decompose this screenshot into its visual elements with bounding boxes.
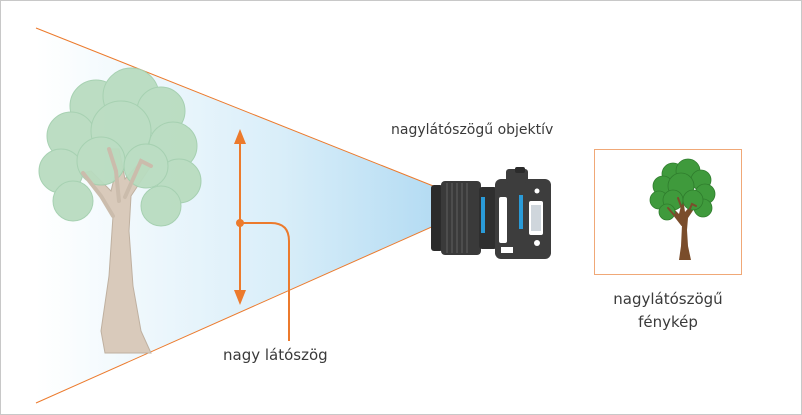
angle-arrow-head-bottom [234, 290, 246, 305]
photo-caption-line2: fénykép [638, 313, 698, 331]
result-photo [594, 149, 742, 275]
angle-arrow-head-top [234, 129, 246, 144]
mirrorless-camera-icon [431, 167, 551, 259]
fov-lower-edge [35, 204, 482, 404]
angle-arrow [234, 129, 290, 341]
angle-label: nagy látószög [223, 346, 328, 364]
photo-caption: nagylátószögű fénykép [591, 288, 745, 334]
angle-callout-line [240, 222, 290, 341]
fov-upper-edge [35, 27, 482, 206]
subject-tree-branches [81, 147, 153, 218]
photo-caption-line1: nagylátószögű [613, 290, 723, 308]
lens-label: nagylátószögű objektív [391, 122, 554, 138]
photo-tree-icon [649, 158, 716, 260]
subject-tree [38, 67, 202, 354]
